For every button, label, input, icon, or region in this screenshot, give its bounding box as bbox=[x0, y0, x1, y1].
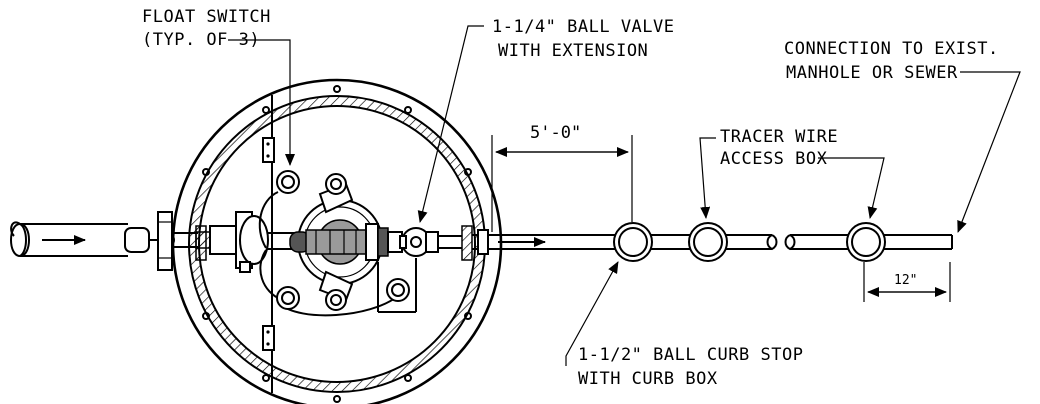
curb-stop-label-line1: 1-1/2" BALL CURB STOP bbox=[578, 345, 803, 365]
ball-valve-label-line1: 1-1/4" BALL VALVE bbox=[492, 17, 675, 37]
curb-box bbox=[613, 222, 653, 262]
tracer-wire-label-line1: TRACER WIRE bbox=[720, 127, 838, 147]
curb-stop-label-line2: WITH CURB BOX bbox=[578, 369, 718, 389]
float-switch-label-line2: (TYP. OF 3) bbox=[142, 30, 260, 50]
dimension-offset-text: 12" bbox=[894, 273, 917, 288]
ball-valve-label-line2: WITH EXTENSION bbox=[498, 41, 648, 61]
tracer-wire-box-2 bbox=[846, 222, 886, 262]
dimension-5ft: 5'-0" bbox=[491, 123, 633, 232]
pump-internals bbox=[195, 170, 462, 317]
inlet-pipe bbox=[10, 211, 198, 271]
tracer-wire-label-line2: ACCESS BOX bbox=[720, 149, 828, 169]
dimension-spacing-text: 5'-0" bbox=[530, 123, 581, 143]
leaders bbox=[228, 25, 1021, 366]
connection-label-line1: CONNECTION TO EXIST. bbox=[784, 39, 999, 59]
tracer-wire-box-1 bbox=[688, 222, 728, 262]
connection-label-line2: MANHOLE OR SEWER bbox=[786, 63, 958, 83]
dimension-12in: 12" bbox=[863, 262, 951, 302]
float-switch-label-line1: FLOAT SWITCH bbox=[142, 7, 271, 27]
